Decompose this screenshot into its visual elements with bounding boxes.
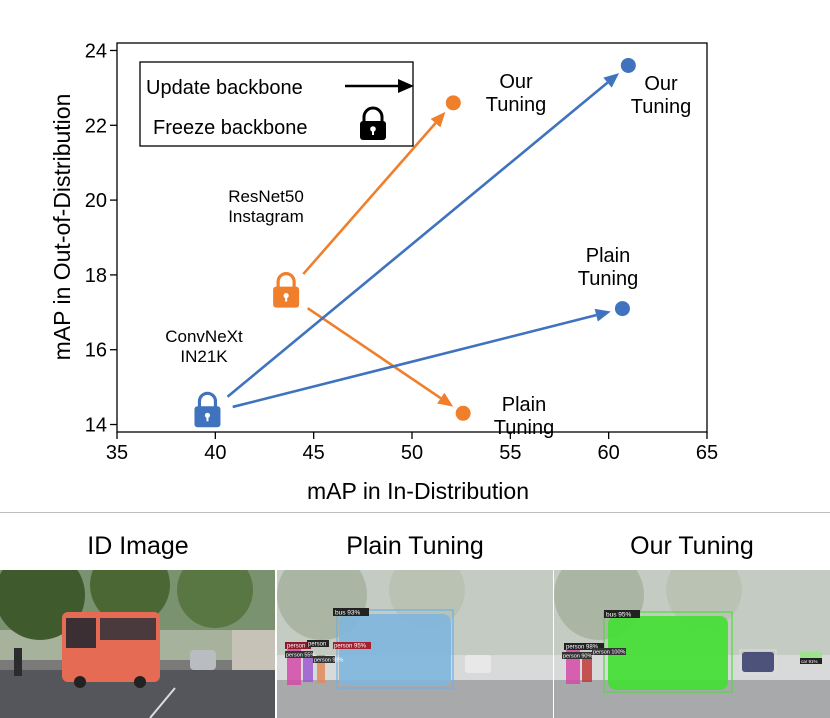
x-tick-label: 60 bbox=[598, 442, 620, 464]
legend-lock-icon bbox=[360, 106, 386, 140]
arrow-series-0-0-shaft bbox=[302, 122, 437, 275]
our-det-car-label: car 91% bbox=[801, 659, 818, 664]
panel-title-plain-tuning: Plain Tuning bbox=[346, 532, 484, 560]
our-det-person-1: person 98% bbox=[566, 645, 599, 651]
x-axis-label: mAP in In-Distribution bbox=[307, 478, 529, 504]
plain-det-person-2: person bbox=[308, 642, 326, 648]
arrow-series-0-1-head bbox=[437, 392, 454, 407]
point-label-1-0: Tuning bbox=[631, 96, 691, 118]
arrow-series-0-1-shaft bbox=[306, 307, 442, 400]
point-series-0-0 bbox=[445, 95, 461, 111]
legend-arrow-icon bbox=[345, 79, 414, 93]
start-lock-icon-0-keyslot bbox=[285, 295, 288, 302]
our-det-person-3: person 100% bbox=[593, 650, 626, 656]
chart: 35 40 45 50 55 60 65 14 16 18 20 22 24 mAP in In-Di… bbox=[49, 40, 718, 504]
legend-label-freeze: Freeze backbone bbox=[153, 117, 308, 139]
x-tick-label: 50 bbox=[401, 442, 423, 464]
arrow-series-1-0-head bbox=[603, 73, 620, 88]
point-label-0-0: Tuning bbox=[486, 94, 546, 116]
panel-title-our-tuning: Our Tuning bbox=[630, 532, 754, 560]
arrow-series-1-1-shaft bbox=[232, 313, 597, 409]
start-lock-icon-1 bbox=[194, 391, 221, 428]
legend-label-update: Update backbone bbox=[146, 77, 303, 99]
point-series-0-1 bbox=[455, 405, 471, 421]
point-label-1-1: Plain bbox=[586, 245, 630, 267]
plain-det-person-1: person bbox=[287, 644, 305, 650]
start-label-0: ResNet50 bbox=[228, 187, 304, 206]
start-lock-icon-0 bbox=[273, 272, 300, 308]
point-label-1-0: Our bbox=[644, 73, 678, 95]
start-label-1: IN21K bbox=[180, 347, 228, 366]
y-tick-label: 20 bbox=[85, 190, 107, 212]
point-label-0-0: Our bbox=[499, 71, 533, 93]
arrow-series-1-1 bbox=[232, 308, 611, 409]
y-tick-label: 16 bbox=[85, 340, 107, 362]
arrow-series-0-0-head bbox=[430, 111, 446, 128]
y-axis-label: mAP in Out-of-Distribution bbox=[49, 94, 75, 361]
start-label-0: Instagram bbox=[228, 207, 304, 226]
start-lock-icon-1-shackle bbox=[197, 391, 218, 408]
point-label-1-1: Tuning bbox=[578, 268, 638, 290]
point-series-1-1 bbox=[614, 301, 630, 317]
y-tick-label: 18 bbox=[85, 265, 107, 287]
our-det-person-2: person 90% bbox=[563, 654, 592, 660]
x-tick-label: 55 bbox=[499, 442, 521, 464]
arrow-series-0-0 bbox=[302, 111, 446, 275]
x-tick-label: 65 bbox=[696, 442, 718, 464]
arrow-series-1-0-shaft bbox=[226, 81, 609, 398]
start-lock-icon-1-keyslot bbox=[206, 415, 209, 422]
arrow-series-1-1-head bbox=[594, 308, 611, 322]
plain-tuning-image: bus 93% person person person 95% person … bbox=[277, 570, 553, 718]
plain-det-person-5: person 55% bbox=[286, 653, 315, 659]
arrow-series-0-1 bbox=[306, 307, 454, 407]
point-label-0-1: Plain bbox=[502, 394, 546, 416]
plain-det-person-4: person 93% bbox=[314, 658, 343, 664]
panel-title-id-image: ID Image bbox=[87, 532, 189, 560]
legend: Update backbone Freeze backbone bbox=[139, 61, 414, 147]
section-divider bbox=[0, 512, 830, 513]
plain-det-person-3: person 95% bbox=[334, 644, 367, 650]
y-tick-label: 24 bbox=[85, 40, 107, 62]
arrow-series-1-0 bbox=[226, 73, 620, 398]
start-lock-icon-0-shackle bbox=[276, 272, 296, 288]
point-label-0-1: Tuning bbox=[494, 417, 554, 439]
our-tuning-image: bus 95% person 98% person 90% person 100… bbox=[554, 570, 830, 718]
y-tick-label: 22 bbox=[85, 115, 107, 137]
x-tick-label: 35 bbox=[106, 442, 128, 464]
plain-det-bus-label: bus 93% bbox=[335, 610, 361, 617]
id-street-image bbox=[0, 570, 275, 718]
x-tick-label: 40 bbox=[204, 442, 226, 464]
start-label-1: ConvNeXt bbox=[165, 327, 243, 346]
y-tick-label: 14 bbox=[85, 415, 107, 437]
point-series-1-0 bbox=[620, 57, 636, 73]
x-tick-label: 45 bbox=[303, 442, 325, 464]
our-det-bus-label: bus 95% bbox=[606, 612, 632, 619]
